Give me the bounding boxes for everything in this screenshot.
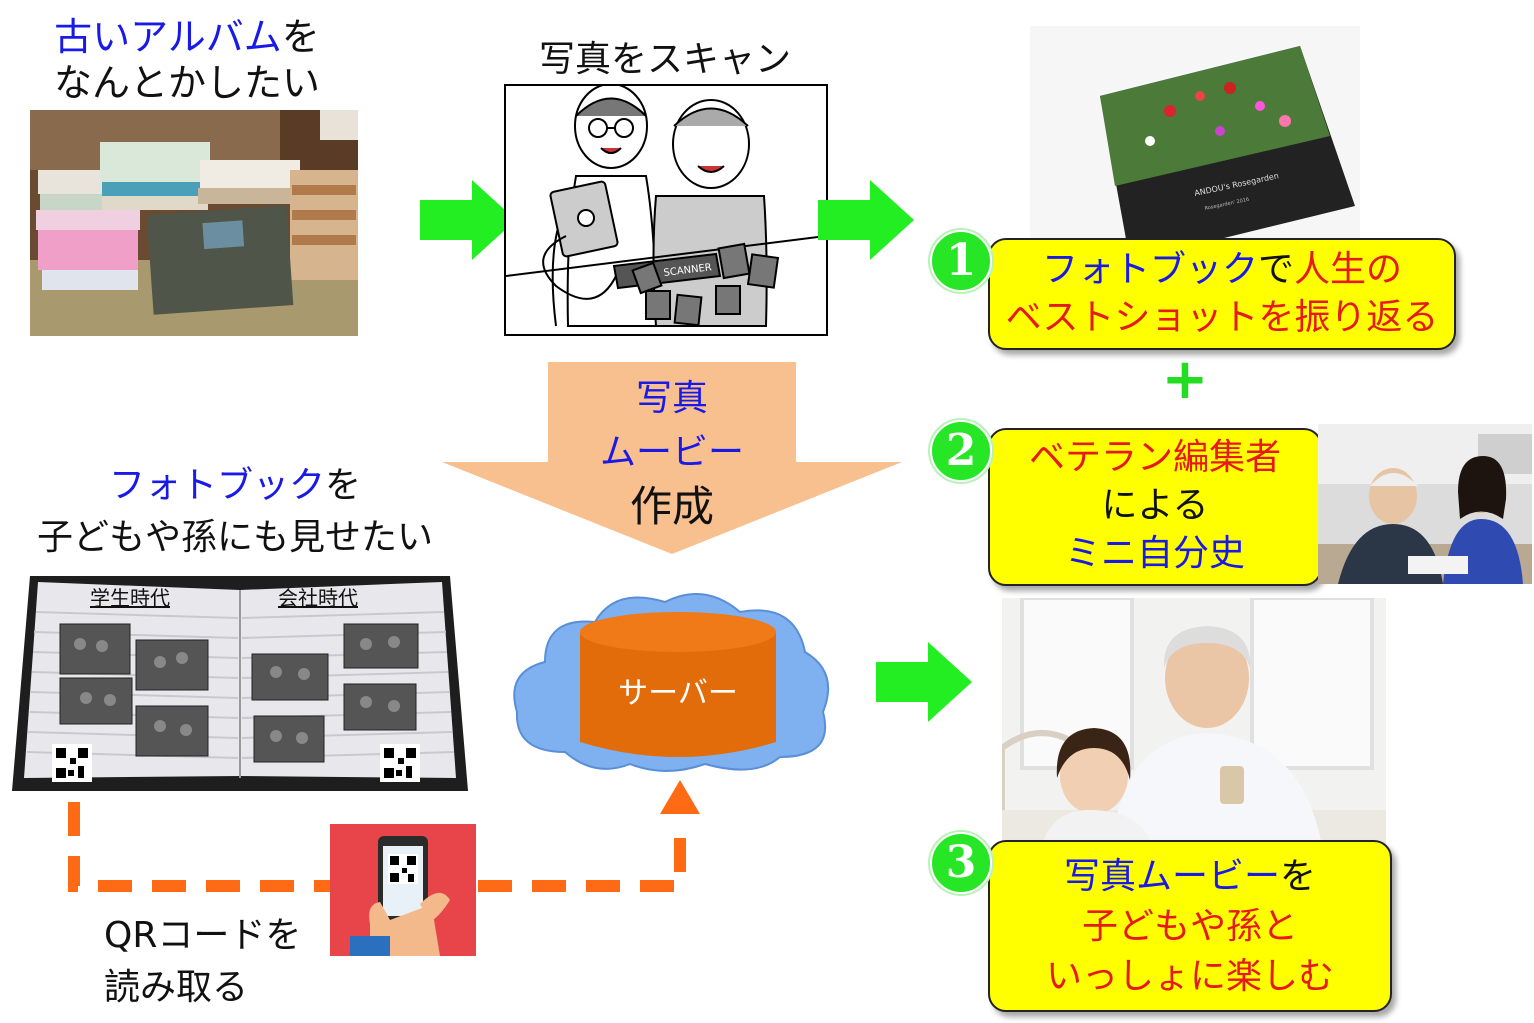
open-book: 学生時代 会社時代 [10, 566, 470, 796]
show-grandchildren-text: 子どもや孫にも見せたい [36, 517, 433, 558]
editor-box-text: ベテラン編集者 による ミニ自分史 [990, 434, 1320, 578]
company-days-label: 会社時代 [278, 586, 358, 610]
life-word: 人生の [1294, 249, 1403, 290]
movie-text: ムービー [599, 432, 744, 473]
create-text: 作成 [629, 482, 714, 531]
photo-movie-word: 写真ムービー [1063, 856, 1280, 897]
badge-1: 1 [930, 230, 992, 292]
center-down-arrow [442, 362, 902, 554]
wo-text: を [281, 15, 320, 59]
green-arrow-1 [420, 180, 516, 260]
by-text: による [1101, 485, 1209, 526]
best-shot-text: ベストショットを振り返る [1005, 297, 1439, 338]
photobook-box [988, 238, 1456, 350]
want-to-do-something-text: なんとかしたい [53, 61, 320, 105]
badge-3: 3 [930, 832, 992, 894]
old-albums-photo [30, 110, 358, 336]
qr-code-text: QRコードを [104, 915, 302, 956]
scan-title: 写真をスキャン [538, 39, 791, 80]
student-days-label: 学生時代 [90, 586, 170, 610]
qr-dashed-connector [68, 780, 700, 892]
mini-autobiography-text: ミニ自分史 [1064, 533, 1245, 574]
phone-qr-scan-icon [330, 824, 476, 956]
green-arrow-3 [876, 642, 972, 722]
photobook-product-photo: ANDOU's Rosegarden Rosegarden' 2016 [1030, 26, 1360, 260]
green-arrow-2 [818, 180, 914, 260]
photobook-box-text: フォトブックで人生の ベストショットを振り返る [990, 246, 1454, 342]
photobook-word-2: フォトブック [108, 465, 325, 506]
old-album-text: 古いアルバム [54, 15, 282, 59]
badge-2: 2 [930, 420, 992, 482]
center-arrow-text: 写真 ムービー 作成 [548, 372, 796, 537]
top-left-heading: 古いアルバムを なんとかしたい [22, 14, 352, 106]
read-text: 読み取る [104, 967, 249, 1008]
veteran-editor-text: ベテラン編集者 [1028, 437, 1281, 478]
scan-illustration: SCANNER [504, 84, 828, 336]
qr-read-text: QRコードを 読み取る [104, 910, 324, 1014]
server-label: サーバー [618, 676, 738, 711]
wo-text-2: を [325, 465, 362, 506]
server: サーバー [580, 612, 776, 762]
mid-left-heading: フォトブックを 子どもや孫にも見せたい [10, 460, 460, 564]
editor-meeting-photo [1318, 424, 1532, 584]
editor-box [988, 428, 1322, 586]
movie-box-text: 写真ムービーを 子どもや孫と いっしょに楽しむ [990, 852, 1390, 1002]
movie-box [988, 840, 1392, 1012]
photo-text: 写真 [635, 378, 708, 419]
photobook-word: フォトブック [1041, 249, 1258, 290]
with-grandchildren-text: 子どもや孫と [1081, 906, 1298, 947]
enjoy-together-text: いっしょに楽しむ [1045, 956, 1334, 997]
wo-text-3: を [1280, 856, 1317, 897]
grandfather-child-photo [1002, 598, 1386, 846]
de-word: で [1257, 249, 1294, 290]
plus-sign: + [1161, 347, 1209, 412]
